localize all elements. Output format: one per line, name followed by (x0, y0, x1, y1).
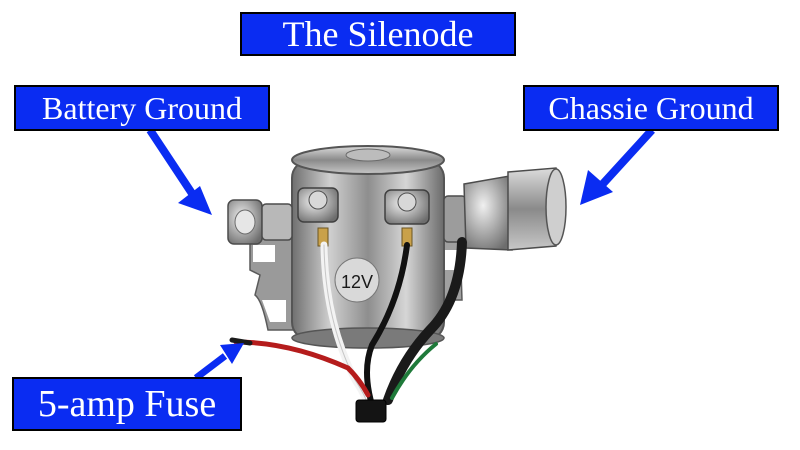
voltage-marking: 12V (341, 272, 373, 292)
battery-ground-arrow (146, 127, 212, 215)
battery-ground-label: Battery Ground (14, 85, 270, 131)
wires (229, 237, 467, 423)
chassis-ground-label: Chassie Ground (523, 85, 779, 131)
fuse-arrow (193, 343, 244, 381)
page-title: The Silenode (240, 12, 516, 56)
fuse-label: 5-amp Fuse (12, 377, 242, 431)
solenoid-body: 12V (291, 145, 445, 349)
chassis-ground-arrow (580, 127, 655, 205)
chassis-terminal (443, 167, 567, 251)
battery-terminal (227, 199, 293, 245)
small-terminals (297, 187, 430, 247)
